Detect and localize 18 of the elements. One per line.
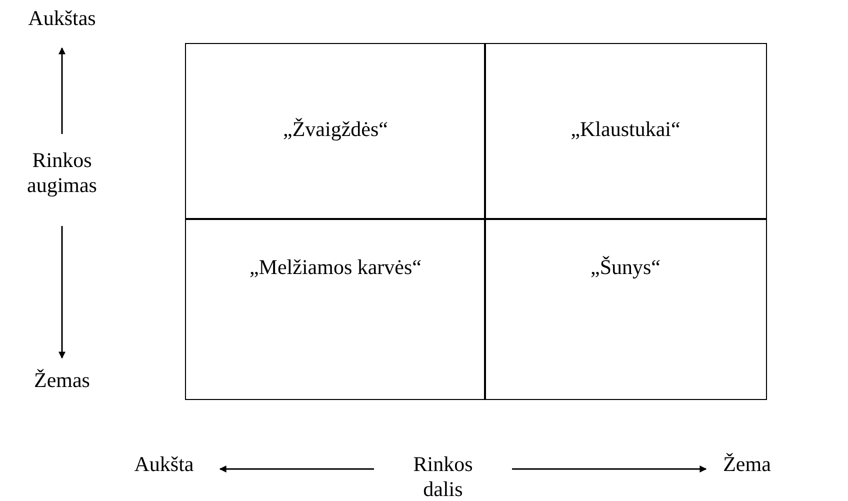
arrow [58,226,66,359]
matrix-cell [185,218,486,400]
axis-label: Aukštas [28,6,96,32]
arrow [58,47,66,134]
arrow [512,466,707,472]
quadrant-label: „Melžiamos karvės“ [249,255,422,280]
matrix-cell [484,43,767,220]
quadrant-label: „Žvaigždės“ [283,117,388,142]
axis-label: Aukšta [134,452,194,478]
axis-label: Žemas [34,368,90,394]
axis-label: Rinkos augimas [26,148,98,198]
arrow [219,466,374,472]
quadrant-label: „Klaustukai“ [570,117,680,142]
matrix-cell [185,43,486,220]
matrix-cell [484,218,767,400]
quadrant-label: „Šunys“ [590,255,660,280]
axis-label: Žema [723,452,771,478]
axis-label: Rinkos dalis [412,452,474,501]
